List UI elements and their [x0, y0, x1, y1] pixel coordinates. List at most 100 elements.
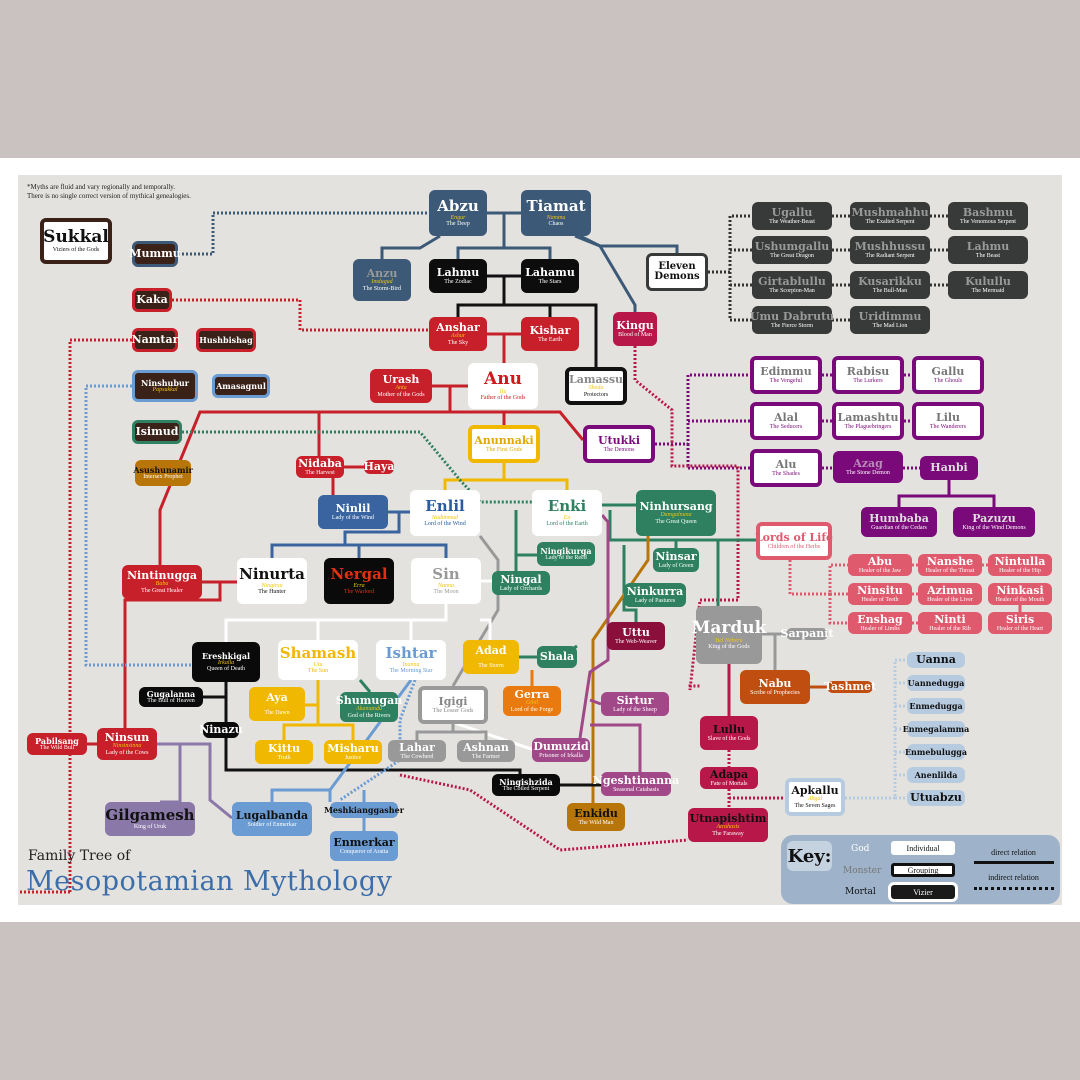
node-epithet: Intersex Prophet: [143, 474, 183, 481]
node-name: Alal: [773, 411, 799, 425]
legend-god-label: God: [851, 844, 870, 854]
node-epithet: The Bull-Man: [872, 287, 908, 294]
node-epithet: The Earth: [538, 336, 562, 343]
node-name: Urash: [382, 372, 420, 386]
direct-relation-line: [158, 386, 452, 565]
node-name: Gallu: [931, 365, 965, 379]
node-epithet: The Lesser Gods: [432, 707, 474, 714]
node-enmedugga: Enmedugga: [907, 698, 965, 714]
node-epithet: The Weather-Beast: [769, 218, 815, 225]
legend-mortal-label: Mortal: [845, 887, 876, 897]
node-name: Mushmahhu: [851, 206, 929, 220]
node-name: Tiamat: [526, 196, 586, 215]
node-epithet: The Stone Demon: [846, 469, 890, 476]
indirect-relation-line: [182, 430, 532, 504]
node-name: Humbaba: [869, 512, 929, 526]
node-epithet: The Fierce Storm: [771, 322, 813, 329]
indirect-relation-line: [178, 211, 429, 256]
node-name: Nintinugga: [127, 568, 197, 582]
node-epithet: Healer of the Throat: [925, 567, 975, 574]
node-name: Anunnaki: [474, 434, 534, 448]
node-epithet: Scribe of Prophecies: [750, 689, 800, 696]
node-epithet: The Moon: [433, 588, 459, 595]
node-name: Enmerkar: [333, 836, 395, 850]
node-epithet: Lady of Orchards: [499, 585, 543, 592]
direct-relation-line: [504, 410, 585, 441]
node-name: Tashmet: [823, 680, 877, 694]
node-tashmet: Tashmet: [823, 680, 877, 694]
node-name: Anzu: [366, 266, 398, 280]
direct-relation-line: [579, 234, 679, 253]
node-alias: Imdugud: [371, 279, 393, 286]
node-shala: Shala: [537, 646, 577, 668]
indirect-relation-line: [84, 384, 192, 667]
direct-relation-line: [456, 276, 506, 317]
node-mummu: Mummu: [129, 241, 181, 267]
node-epithet: Healer of the Rib: [929, 625, 971, 632]
node-epithet: The Farmer: [471, 753, 501, 760]
node-alias: Antu: [395, 385, 407, 392]
node-epithet: Slave of the Gods: [707, 735, 751, 742]
node-alias: Bel Neberu: [715, 637, 743, 644]
node-name: Ugallu: [771, 206, 813, 220]
page-title: Mesopotamian Mythology: [26, 866, 393, 897]
node-epithet: Chaos: [548, 220, 564, 227]
node-epithet: The Scorpion-Man: [769, 287, 815, 294]
node-name: Enmegalamma: [902, 723, 970, 734]
node-name: Kusarikku: [858, 275, 922, 289]
node-name: Lamashtu: [837, 411, 899, 425]
disclaimer-note: *Myths are fluid and vary regionally and…: [27, 183, 191, 201]
node-utuabzu: Utuabzu: [907, 790, 965, 806]
node-alias: Akamandu: [356, 706, 382, 713]
node-name: Marduk: [691, 617, 767, 638]
direct-relation-line: [504, 303, 552, 317]
node-name: Nidaba: [298, 457, 342, 471]
direct-relation-line: [591, 536, 650, 803]
node-epithet: The Shades: [772, 470, 800, 477]
node-epithet: The Venomous Serpent: [960, 218, 1016, 225]
node-name: Nanshe: [926, 555, 974, 569]
node-epithet: Justice: [344, 754, 362, 761]
node-epithet: The Plaguebringers: [844, 423, 892, 430]
node-name: Misharu: [327, 742, 379, 756]
node-name: Ninkasi: [996, 584, 1044, 598]
direct-relation-line: [480, 618, 492, 640]
disclaimer-line-1: *Myths are fluid and vary regionally and…: [27, 183, 176, 191]
node-name: Namtar: [131, 333, 179, 347]
node-epithet: The Dawn: [264, 709, 290, 716]
node-epithet: Healer of the Jaw: [858, 567, 902, 574]
direct-relation-line: [270, 788, 330, 802]
node-epithet: The Wanderers: [929, 423, 967, 430]
direct-relation-line: [453, 730, 488, 740]
node-name: Lahamu: [525, 266, 575, 280]
subtitle: Family Tree of: [28, 848, 131, 864]
node-name: Ereshkigal: [201, 650, 251, 661]
direct-relation-line: [504, 478, 569, 490]
node-alias: Inanna: [402, 661, 420, 668]
node-name: Adapa: [709, 768, 749, 782]
node-epithet: The Deep: [446, 220, 470, 227]
node-epithet: Healer of the Hip: [999, 567, 1041, 574]
legend-key: Key: God Monster Mortal Individual Group…: [781, 835, 1060, 904]
direct-relation-line: [345, 543, 448, 558]
node-name: Girtablullu: [758, 275, 826, 289]
node-epithet: The Seducers: [769, 423, 803, 430]
